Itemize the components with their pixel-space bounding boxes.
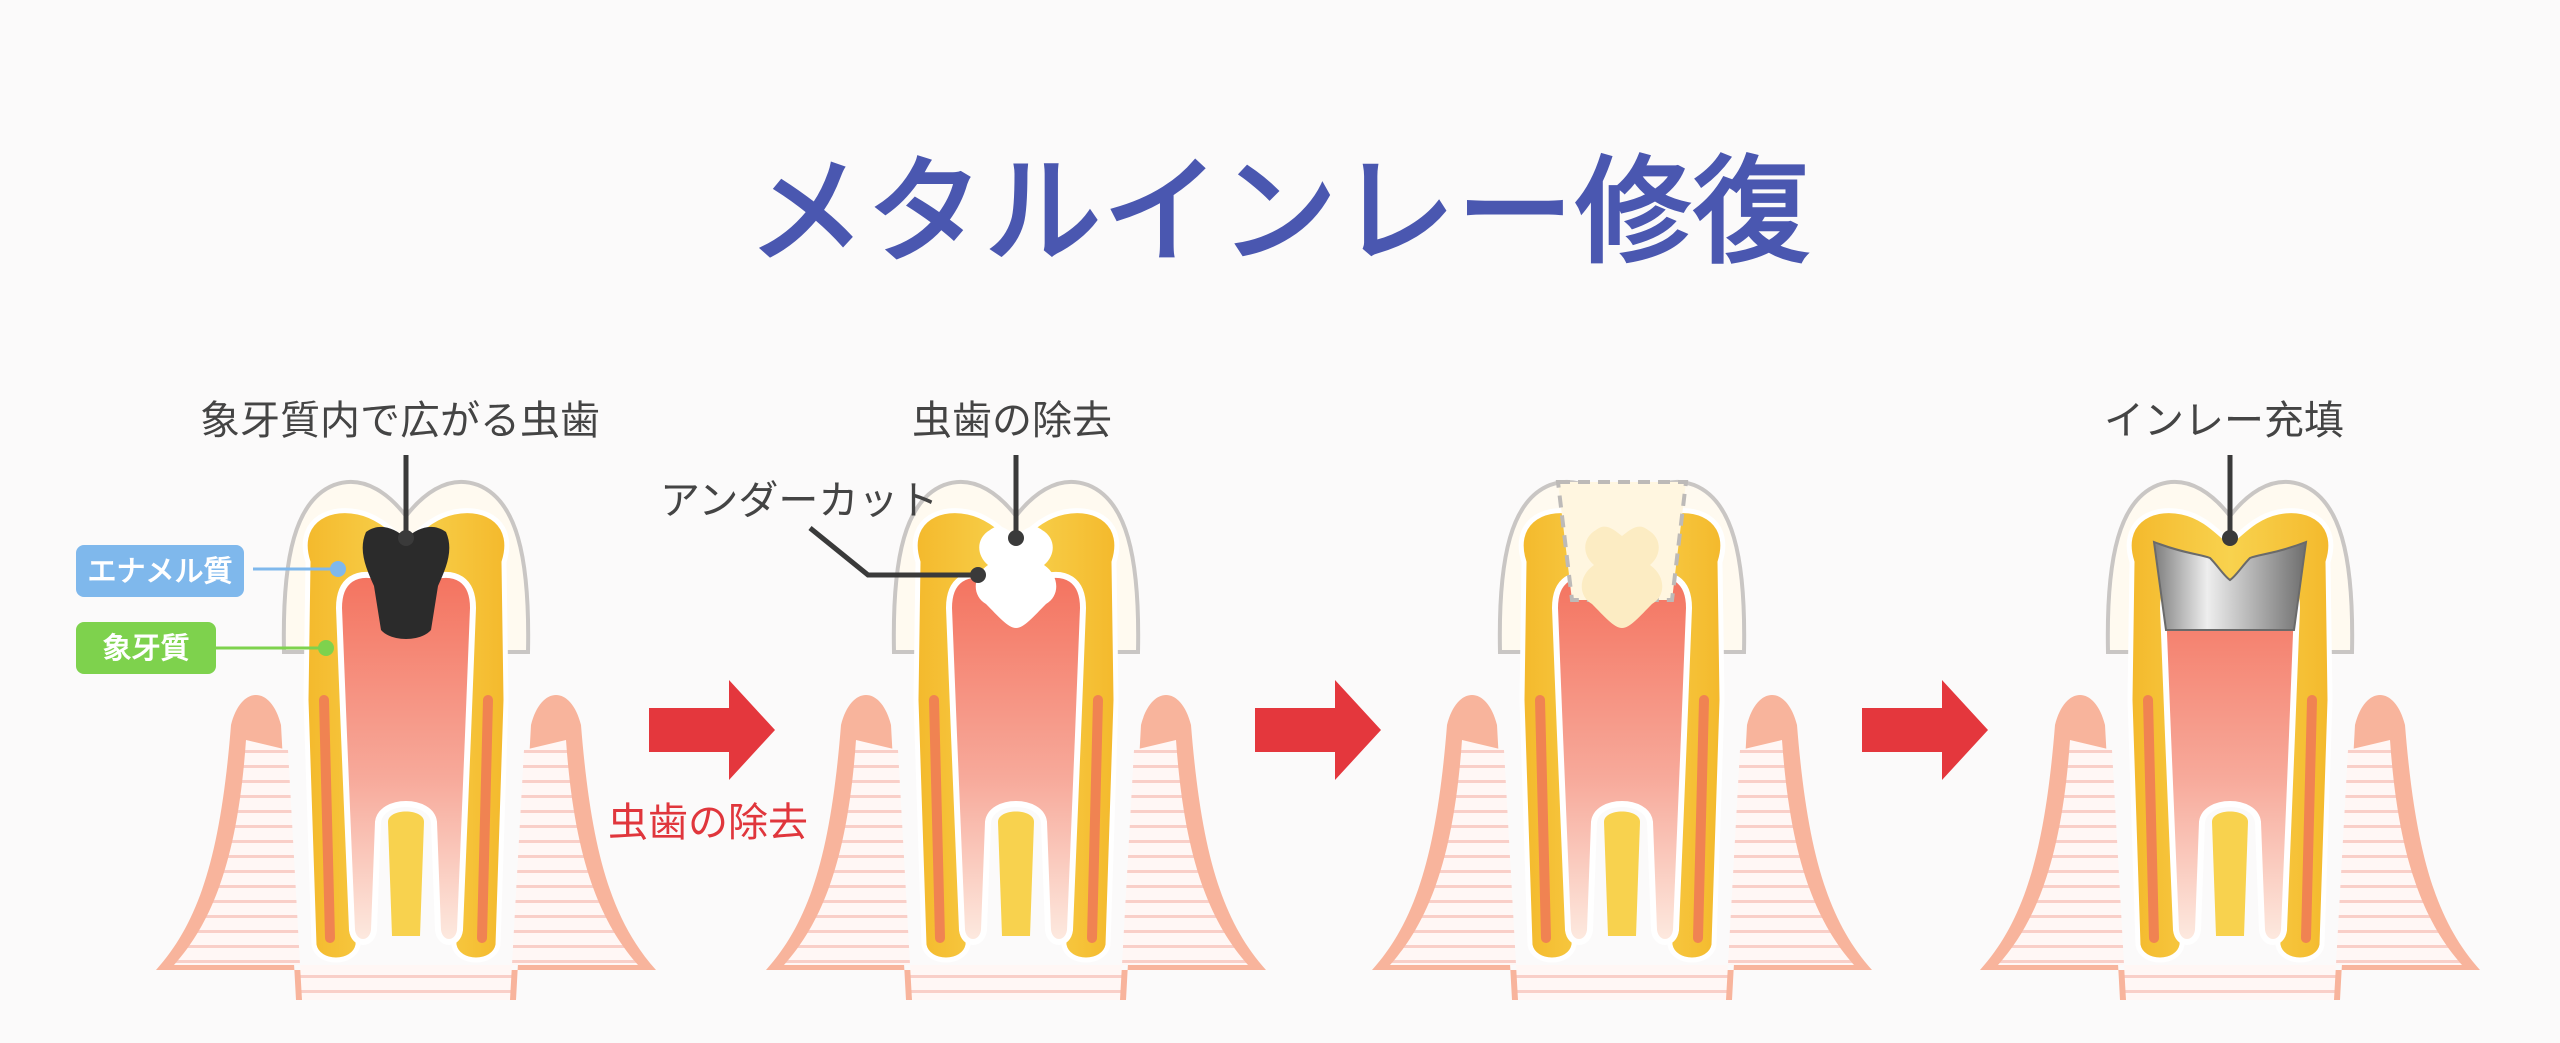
leader-dots xyxy=(318,530,2238,656)
badge-dentin: 象牙質 xyxy=(76,622,216,674)
tooth-stages xyxy=(156,482,2480,1000)
page-title: メタルインレー修復 xyxy=(749,145,1811,280)
process-arrow-1 xyxy=(649,680,775,780)
label-inlay-filling: インレー充填 xyxy=(2104,398,2344,444)
filled-undercut xyxy=(1581,526,1663,628)
tooth-stage-3 xyxy=(1372,482,1872,1000)
metal-inlay xyxy=(2152,540,2308,631)
decay-lesion xyxy=(362,526,450,639)
process-arrow-3 xyxy=(1862,680,1988,780)
process-arrows xyxy=(649,680,1988,780)
label-caries-removal: 虫歯の除去 xyxy=(912,398,1112,444)
tooth-stage-1 xyxy=(156,482,656,1000)
label-caries-spread: 象牙質内で広がる虫歯 xyxy=(200,398,600,444)
cavity xyxy=(975,526,1057,628)
tooth-stage-4 xyxy=(1980,482,2480,1000)
tooth-stage-2 xyxy=(766,482,1266,1000)
leader-lines xyxy=(214,455,2233,650)
label-arrow-caries-removal: 虫歯の除去 xyxy=(608,800,808,846)
label-undercut: アンダーカット xyxy=(660,478,939,524)
badge-enamel: エナメル質 xyxy=(76,545,244,597)
process-arrow-2 xyxy=(1255,680,1381,780)
